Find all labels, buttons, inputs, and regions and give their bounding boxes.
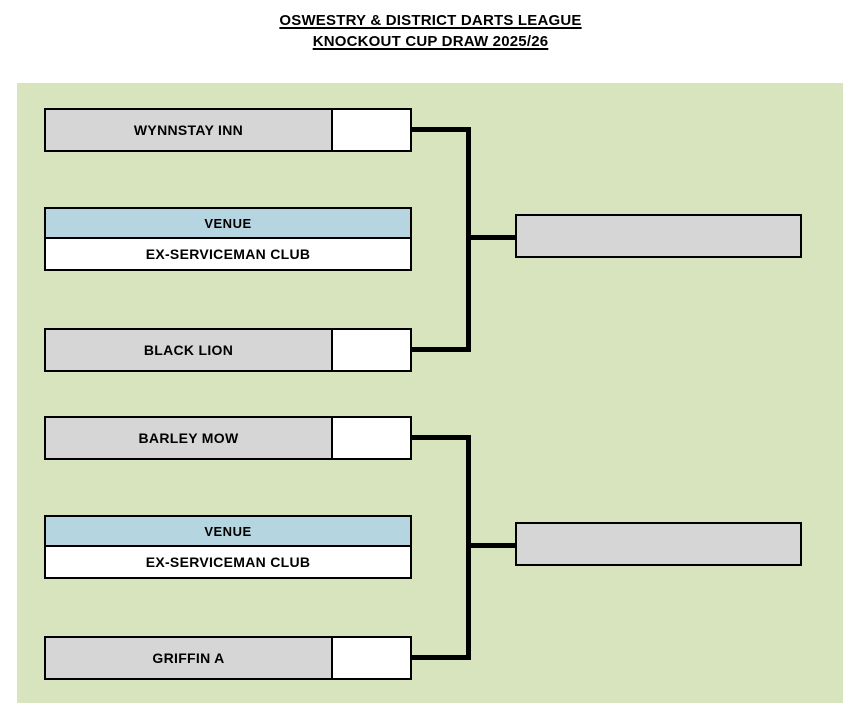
connector-stub-top-2 [410, 435, 468, 440]
connector-stub-bottom-2 [410, 655, 468, 660]
connector-stub-bottom-1 [410, 347, 468, 352]
connector-stub-top-1 [410, 127, 468, 132]
connector-to-winner-1 [466, 235, 518, 240]
team-name-cell[interactable]: BARLEY MOW [44, 416, 332, 460]
title-line-league: OSWESTRY & DISTRICT DARTS LEAGUE [279, 12, 582, 29]
venue-label: VENUE [46, 517, 410, 547]
winner-box-match-2[interactable] [515, 522, 802, 566]
connector-to-winner-2 [466, 543, 518, 548]
page-title: OSWESTRY & DISTRICT DARTS LEAGUE KNOCKOU… [0, 10, 861, 52]
venue-value[interactable]: EX-SERVICEMAN CLUB [46, 239, 410, 269]
team-name-cell[interactable]: BLACK LION [44, 328, 332, 372]
venue-block-match-2: VENUE EX-SERVICEMAN CLUB [44, 515, 412, 579]
venue-label: VENUE [46, 209, 410, 239]
team-name-cell[interactable]: GRIFFIN A [44, 636, 332, 680]
venue-value[interactable]: EX-SERVICEMAN CLUB [46, 547, 410, 577]
match-row-barley-mow[interactable]: BARLEY MOW [44, 416, 412, 460]
match-row-griffin-a[interactable]: GRIFFIN A [44, 636, 412, 680]
winner-box-match-1[interactable] [515, 214, 802, 258]
score-input-box[interactable] [332, 416, 412, 460]
team-name-cell[interactable]: WYNNSTAY INN [44, 108, 332, 152]
bracket-panel: WYNNSTAY INN VENUE EX-SERVICEMAN CLUB BL… [17, 83, 843, 703]
score-input-box[interactable] [332, 328, 412, 372]
score-input-box[interactable] [332, 636, 412, 680]
match-row-black-lion[interactable]: BLACK LION [44, 328, 412, 372]
title-line-competition: KNOCKOUT CUP DRAW 2025/26 [312, 33, 549, 50]
match-row-wynnstay-inn[interactable]: WYNNSTAY INN [44, 108, 412, 152]
venue-block-match-1: VENUE EX-SERVICEMAN CLUB [44, 207, 412, 271]
score-input-box[interactable] [332, 108, 412, 152]
